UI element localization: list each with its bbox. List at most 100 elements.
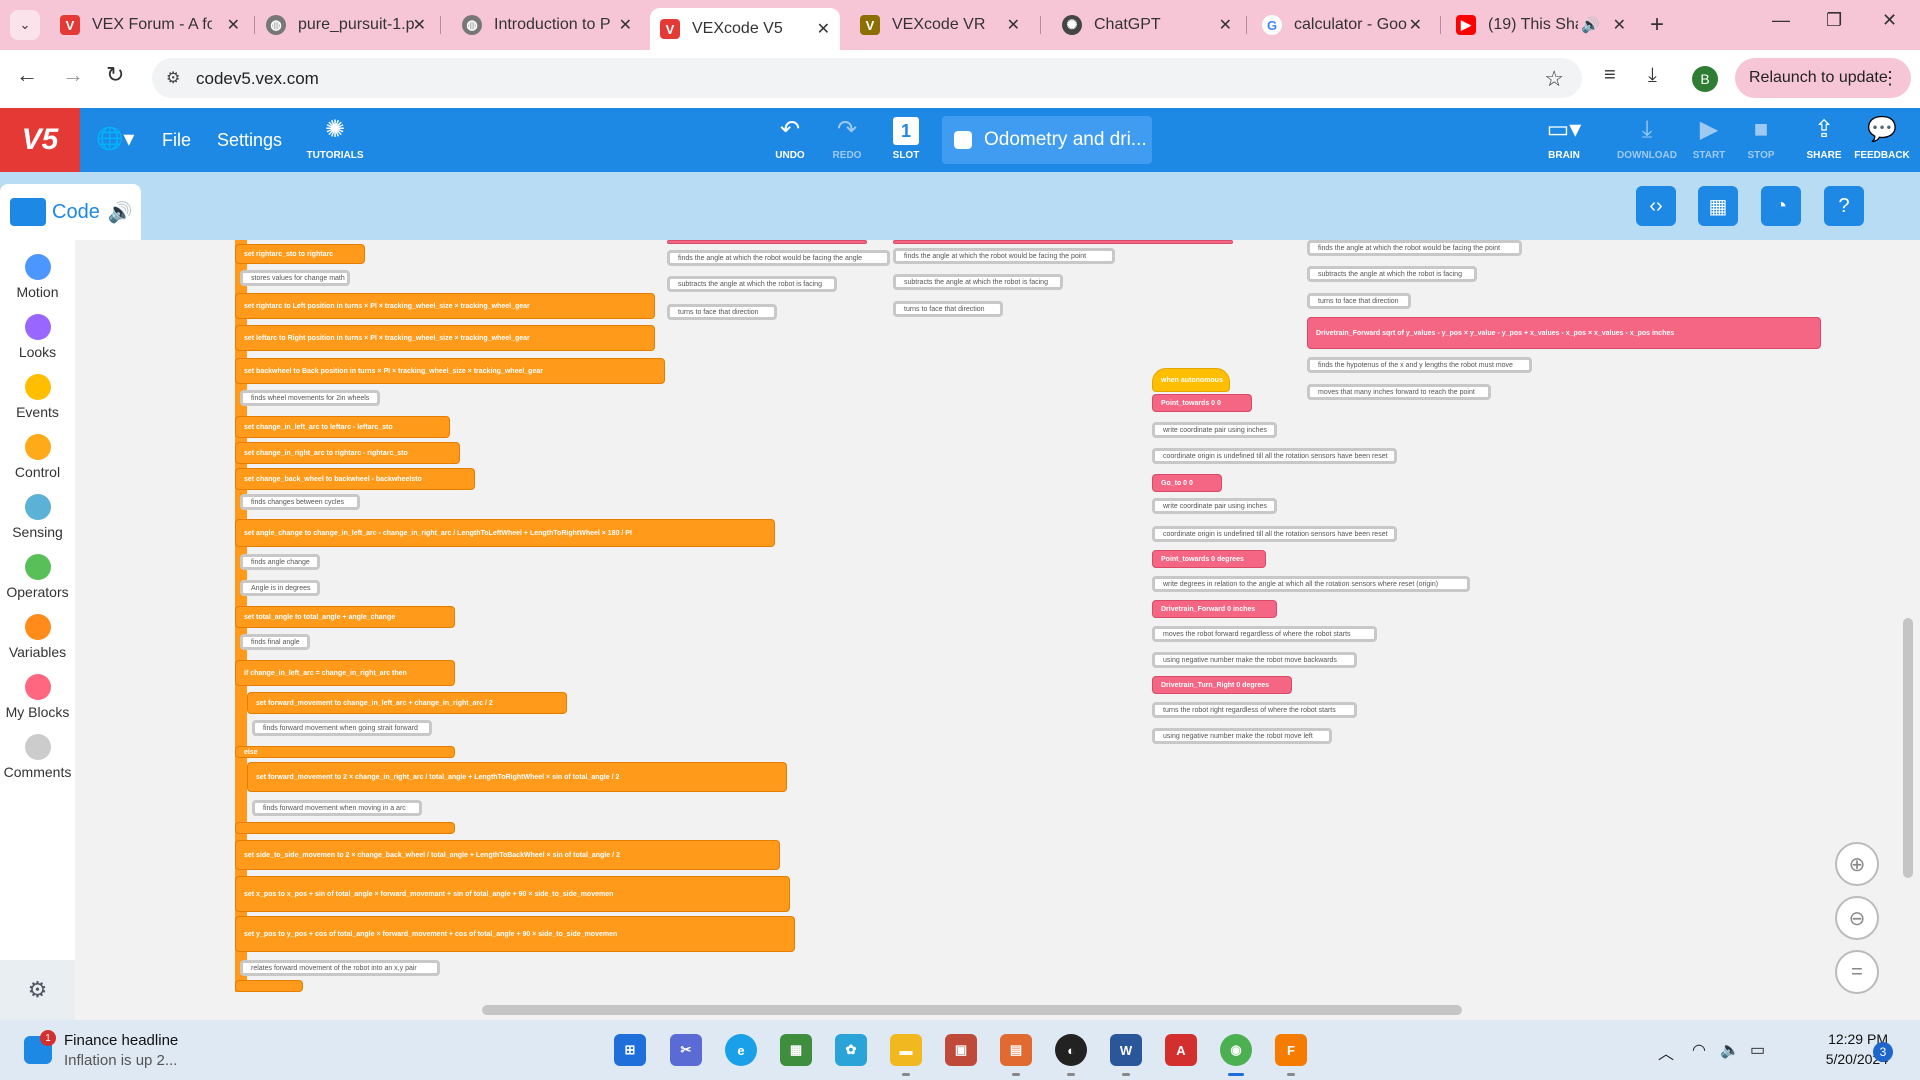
dashboard-button[interactable]: ◔	[1761, 186, 1801, 226]
profile-avatar[interactable]: B	[1692, 66, 1718, 92]
speaker-icon[interactable]: 🔊	[1581, 17, 1600, 34]
category-operators[interactable]: Operators	[0, 554, 75, 600]
fusion-icon[interactable]: F	[1275, 1034, 1307, 1066]
close-icon[interactable]: ✕	[1006, 17, 1020, 34]
comment-block[interactable]: subtracts the angle at which the robot i…	[893, 274, 1063, 290]
project-name-field[interactable]: Odometry and dri...	[942, 116, 1152, 164]
more-menu-icon[interactable]: ⋮	[1881, 67, 1899, 88]
comment-block[interactable]: stores values for change math	[240, 270, 350, 286]
vertical-scrollbar[interactable]	[1903, 618, 1913, 878]
comment-block[interactable]: finds the angle at which the robot would…	[667, 250, 890, 266]
store-icon[interactable]: ▤	[1000, 1034, 1032, 1066]
volume-icon[interactable]: 🔈	[1720, 1042, 1740, 1059]
code-block[interactable]: set x_pos to x_pos + sin of total_angle …	[235, 876, 790, 912]
category-control[interactable]: Control	[0, 434, 75, 480]
code-block[interactable]: set backwheel to Back position in turns …	[235, 358, 665, 384]
settings-menu[interactable]: Settings	[217, 130, 283, 150]
code-workspace[interactable]: set rightarc_sto to rightarc stores valu…	[75, 240, 1920, 1020]
speaker-icon[interactable]: 🔊	[107, 201, 133, 224]
code-block[interactable]: set leftarc to Right position in turns ×…	[235, 325, 655, 351]
url-text[interactable]: codev5.vex.com	[196, 69, 319, 88]
extensions-button[interactable]: ⚙	[0, 960, 75, 1020]
relaunch-button[interactable]: Relaunch to update ⋮	[1735, 58, 1911, 98]
drivetrain-turn-right-block[interactable]: Drivetrain_Turn_Right 0 degrees	[1152, 676, 1292, 694]
comment-block[interactable]: write coordinate pair using inches	[1152, 422, 1277, 438]
tab-vex-forum[interactable]: V VEX Forum - A fo ✕	[50, 8, 250, 42]
code-block[interactable]: set total_angle to total_angle + angle_c…	[235, 606, 455, 628]
category-sensing[interactable]: Sensing	[0, 494, 75, 540]
comment-block[interactable]: finds angle change	[240, 554, 320, 570]
comment-block[interactable]: Angle is in degrees	[240, 580, 320, 596]
photos-icon[interactable]: ✿	[835, 1034, 867, 1066]
acrobat-icon[interactable]: A	[1165, 1034, 1197, 1066]
comment-block[interactable]: turns to face that direction	[893, 301, 1003, 317]
code-block[interactable]: set angle_change to change_in_left_arc -…	[235, 519, 775, 547]
slot-button[interactable]: 1 SLOT	[876, 116, 936, 161]
tab-chatgpt[interactable]: ✺ ChatGPT ✕	[1052, 8, 1242, 42]
tab-search-button[interactable]: ⌄	[10, 10, 40, 40]
comment-block[interactable]: subtracts the angle at which the robot i…	[667, 276, 837, 292]
comment-block[interactable]: turns to face that direction	[1307, 293, 1411, 309]
comment-block[interactable]: finds the angle at which the robot would…	[1307, 240, 1522, 256]
stop-button[interactable]: ■ STOP	[1731, 116, 1791, 161]
back-button[interactable]: ←	[16, 62, 38, 87]
comment-block[interactable]: write coordinate pair using inches	[1152, 498, 1277, 514]
comment-block[interactable]: using negative number make the robot mov…	[1152, 652, 1357, 668]
code-tab[interactable]: Code 🔊	[0, 184, 141, 240]
site-settings-icon[interactable]: ⚙	[166, 70, 181, 87]
close-window-button[interactable]: ✕	[1882, 10, 1898, 30]
comment-block[interactable]: finds changes between cycles	[240, 494, 360, 510]
category-events[interactable]: Events	[0, 374, 75, 420]
start-icon[interactable]: ⊞	[614, 1034, 646, 1066]
file-explorer-icon[interactable]: ▬	[890, 1034, 922, 1066]
point-towards-degrees-block[interactable]: Point_towards 0 degrees	[1152, 550, 1266, 568]
comment-block[interactable]: moves that many inches forward to reach …	[1307, 384, 1491, 400]
minimize-button[interactable]: —	[1772, 10, 1790, 30]
share-button[interactable]: ⇪ SHARE	[1794, 116, 1854, 161]
drivetrain-forward-block[interactable]: Drivetrain_Forward 0 inches	[1152, 600, 1277, 618]
close-icon[interactable]: ✕	[816, 21, 830, 38]
close-icon[interactable]: ✕	[412, 17, 426, 34]
close-icon[interactable]: ✕	[1612, 17, 1626, 34]
comment-block[interactable]: finds final angle	[240, 634, 310, 650]
devices-button[interactable]: ▦	[1698, 186, 1738, 226]
code-block[interactable]: set side_to_side_movemen to 2 × change_b…	[235, 840, 780, 870]
zoom-out-button[interactable]: ⊖	[1835, 896, 1879, 940]
if-block[interactable]: if change_in_left_arc = change_in_right_…	[235, 660, 455, 686]
else-block[interactable]: else	[235, 746, 455, 758]
new-tab-button[interactable]: +	[1650, 11, 1664, 39]
zoom-reset-button[interactable]: =	[1835, 950, 1879, 994]
tab-pure-pursuit[interactable]: ◍ pure_pursuit-1.p ✕	[256, 8, 436, 42]
code-block[interactable]: set rightarc to Left position in turns ×…	[235, 293, 655, 319]
category-my-blocks[interactable]: My Blocks	[0, 674, 75, 720]
edge-icon[interactable]: e	[725, 1034, 757, 1066]
comment-block[interactable]: finds the angle at which the robot would…	[893, 248, 1115, 264]
comment-block[interactable]: moves the robot forward regardless of wh…	[1152, 626, 1377, 642]
comment-block[interactable]: write degrees in relation to the angle a…	[1152, 576, 1470, 592]
comment-block[interactable]: turns to face that direction	[667, 304, 777, 320]
comment-block[interactable]: finds forward movement when moving in a …	[252, 800, 422, 816]
brain-button[interactable]: ▭▾ BRAIN	[1534, 116, 1594, 161]
system-clock[interactable]: 12:29 PM 5/20/2024	[1798, 1031, 1888, 1067]
restore-button[interactable]: ❐	[1826, 10, 1843, 30]
downloads-icon[interactable]: ⤓	[1648, 64, 1657, 86]
code-block[interactable]: set forward_movement to change_in_left_a…	[247, 692, 567, 714]
category-comments[interactable]: Comments	[0, 734, 75, 780]
minecraft-icon[interactable]: ▦	[780, 1034, 812, 1066]
feedback-button[interactable]: 💬 FEEDBACK	[1852, 116, 1912, 161]
tab-vexcode-vr[interactable]: V VEXcode VR ✕	[850, 8, 1030, 42]
code-viewer-button[interactable]: ‹›	[1636, 186, 1676, 226]
gallery-icon[interactable]: ▣	[945, 1034, 977, 1066]
tab-youtube[interactable]: ▶ (19) This Sha 🔊 ✕	[1446, 8, 1636, 42]
tutorials-button[interactable]: ✺ TUTORIALS	[305, 116, 365, 161]
word-icon[interactable]: W	[1110, 1034, 1142, 1066]
media-controls-icon[interactable]: ≡	[1604, 64, 1616, 86]
wifi-icon[interactable]: ◠	[1692, 1042, 1706, 1059]
battery-icon[interactable]: ▭	[1750, 1042, 1766, 1059]
code-block[interactable]: set y_pos to y_pos + cos of total_angle …	[235, 916, 795, 952]
zoom-in-button[interactable]: ⊕	[1835, 842, 1879, 886]
app-icon[interactable]: ◐	[1055, 1034, 1087, 1066]
code-block[interactable]: set change_in_left_arc to leftarc - left…	[235, 416, 450, 438]
notification-badge[interactable]: 3	[1873, 1042, 1893, 1062]
chevron-up-icon[interactable]: ︿	[1658, 1046, 1675, 1063]
